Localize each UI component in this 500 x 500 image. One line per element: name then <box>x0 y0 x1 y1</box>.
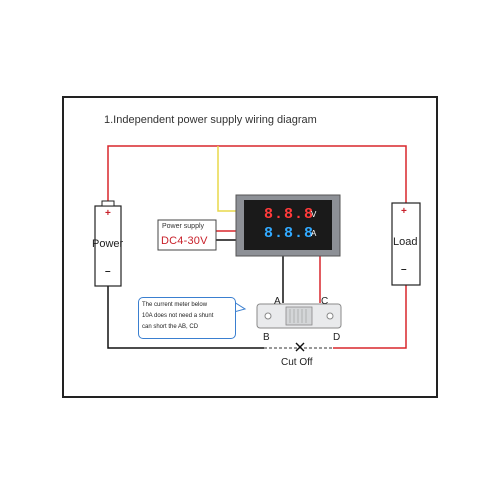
power-plus-terminal: + <box>105 208 111 219</box>
positive-wire-top <box>107 145 407 206</box>
shunt-screw-left <box>264 312 272 320</box>
current-reading: 8.8.8 <box>264 225 315 242</box>
power-supply-range: DC4-30V <box>161 235 208 247</box>
shunt-note-callout: The current meter below 10A does not nee… <box>138 297 236 339</box>
yellow-sense-wire <box>217 146 236 212</box>
cut-off-label: Cut Off <box>281 357 313 368</box>
note-line-1: The current meter below <box>142 302 208 308</box>
meter-display <box>244 200 332 250</box>
shunt-pin-b: B <box>263 332 270 343</box>
diagram-frame <box>62 96 438 398</box>
shunt-resistor <box>285 306 313 326</box>
shunt-pin-d: D <box>333 332 341 343</box>
load-label: Load <box>393 236 418 248</box>
note-line-2: 10A does not need a shunt <box>142 313 214 319</box>
load-minus-terminal: – <box>401 264 407 275</box>
load-plus-terminal: + <box>401 206 407 217</box>
shunt-pin-c: C <box>321 296 329 307</box>
power-battery-cap <box>101 200 115 207</box>
power-supply-box <box>157 219 217 251</box>
negative-wire-power-to-shunt <box>107 286 264 349</box>
load-body <box>391 202 421 286</box>
shunt-pin-a: A <box>274 296 281 307</box>
voltage-unit: V <box>311 210 317 219</box>
voltage-reading: 8.8.8 <box>264 206 315 223</box>
current-unit: A <box>311 229 317 238</box>
power-minus-terminal: – <box>105 266 111 277</box>
power-label: Power <box>92 238 124 250</box>
note-line-3: can short the AB, CD <box>142 324 199 330</box>
power-supply-label: Power supply <box>162 223 205 230</box>
positive-wire-load-to-shunt <box>333 285 407 349</box>
diagram-title: 1.Independent power supply wiring diagra… <box>104 114 317 126</box>
shunt-screw-right <box>326 312 334 320</box>
